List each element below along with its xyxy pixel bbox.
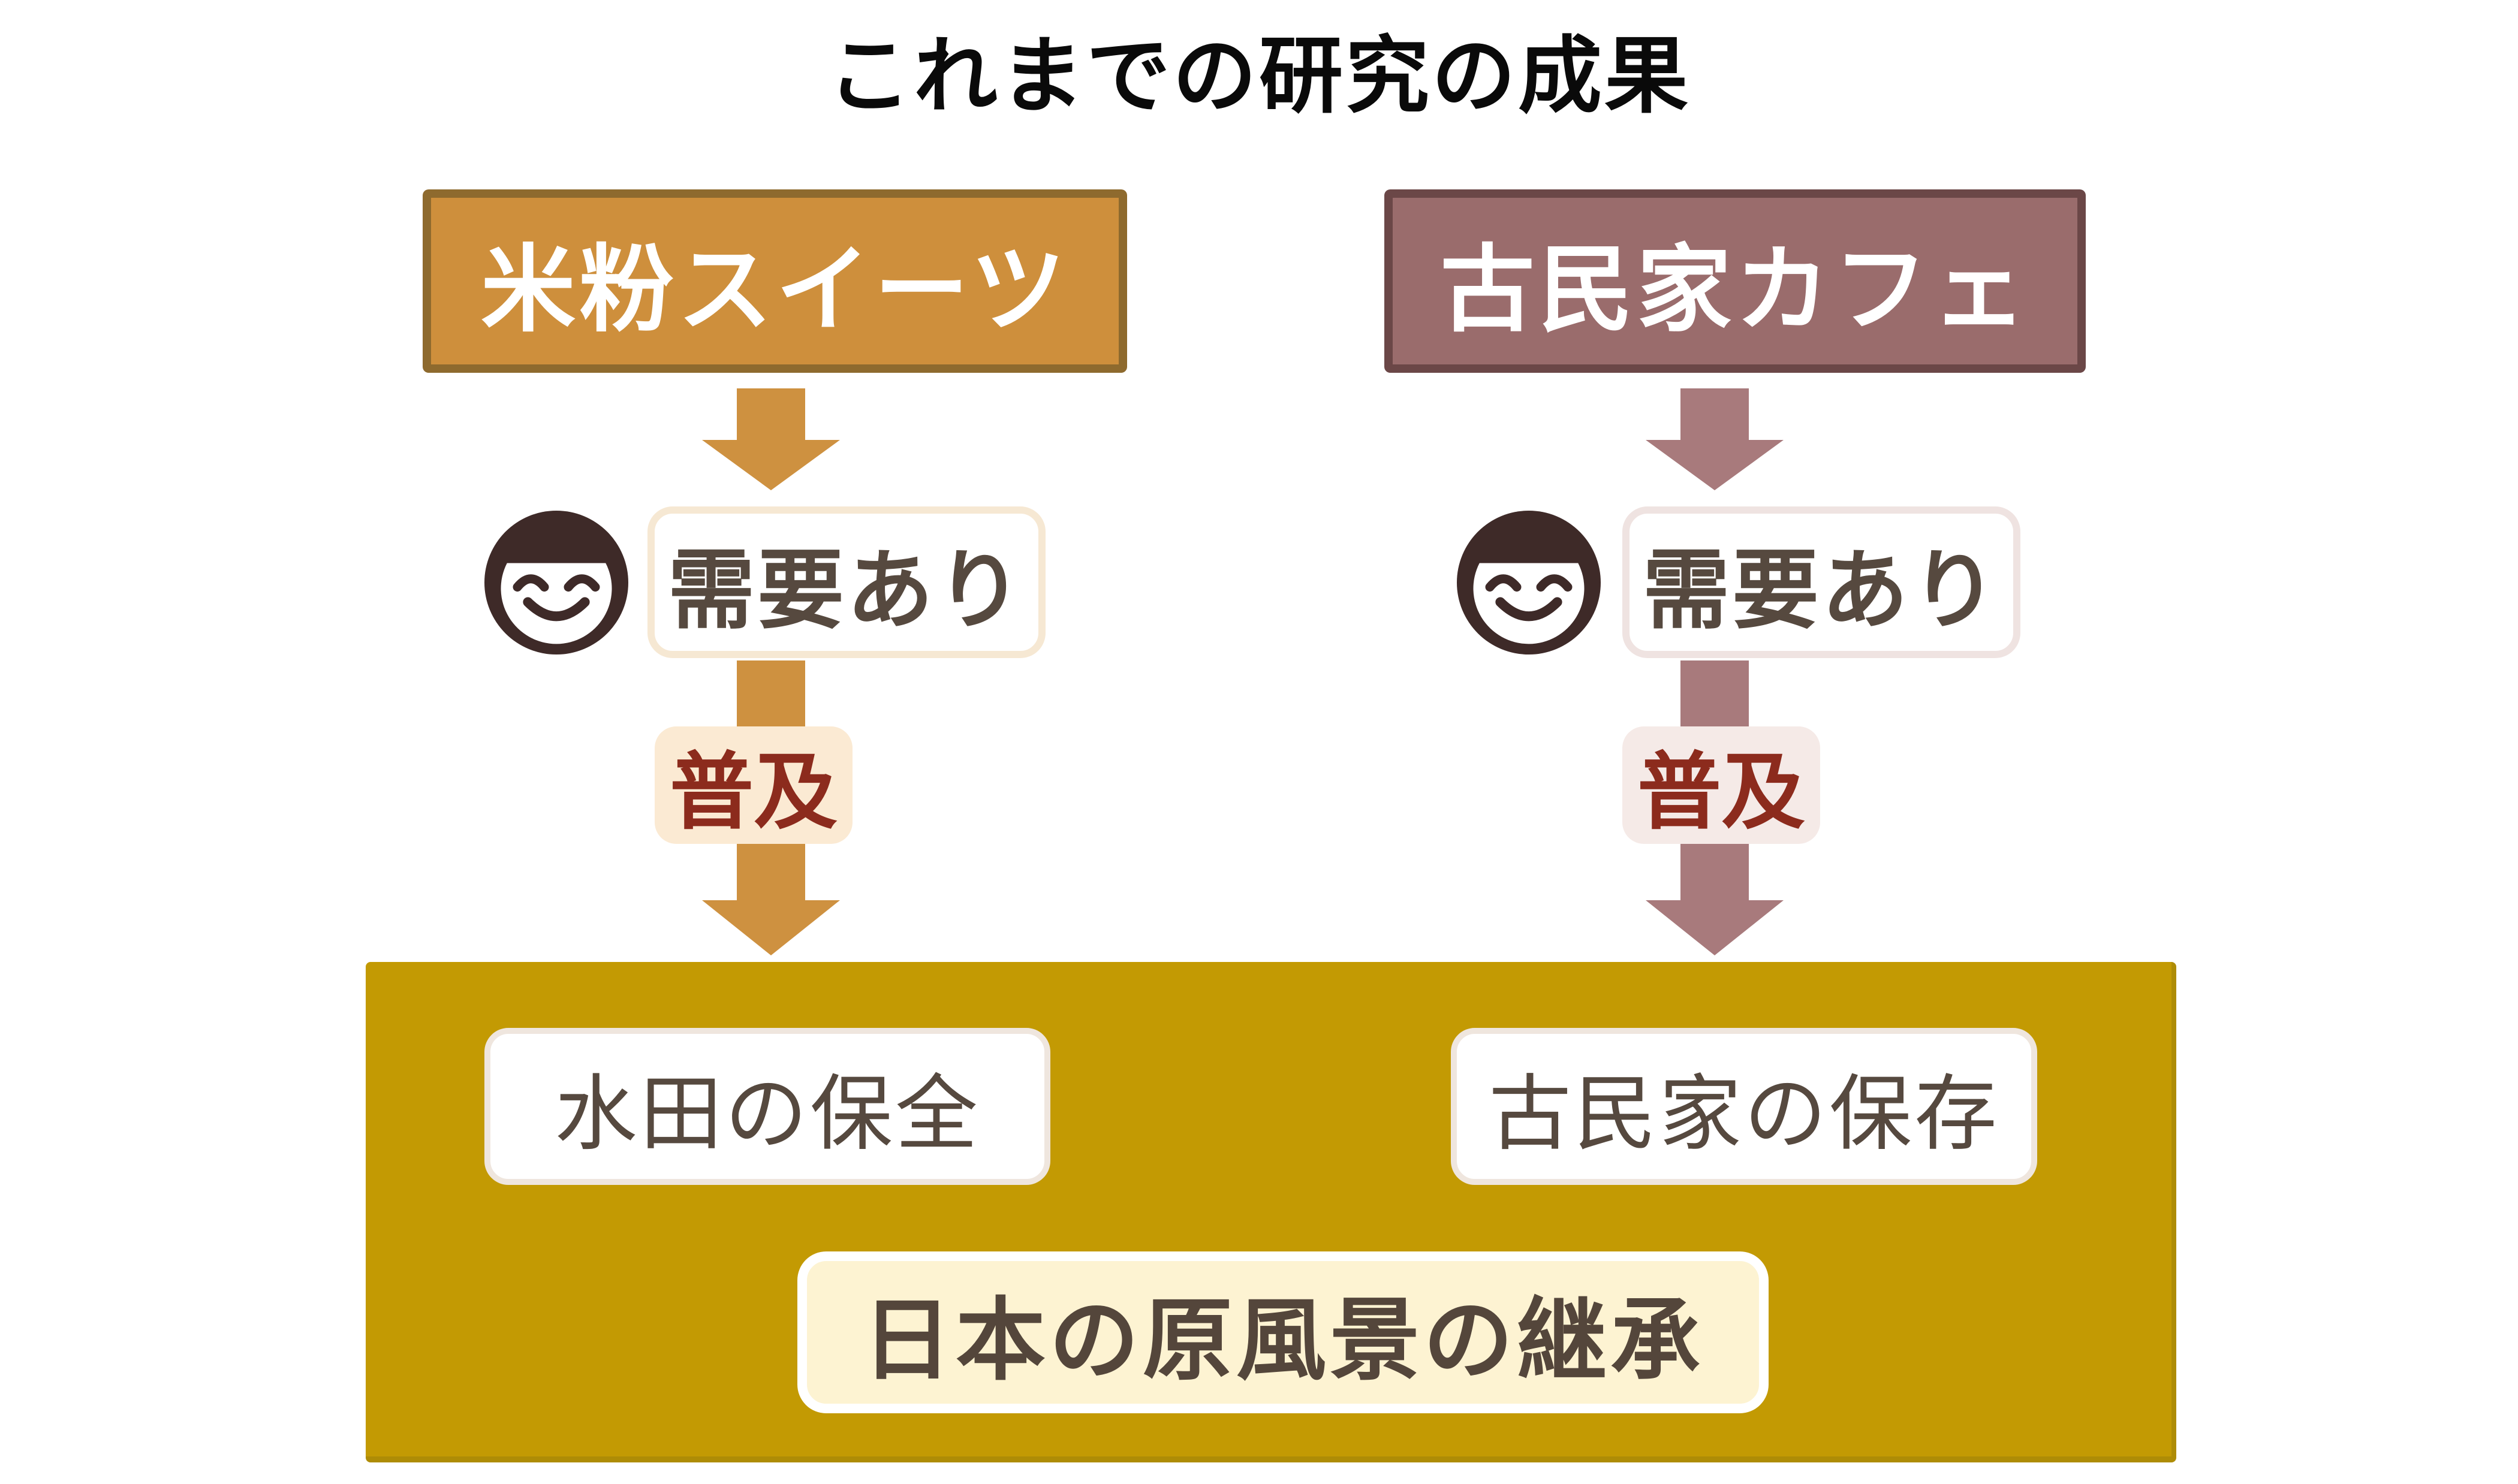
goal-label: 日本の原風景の継承 [862, 1288, 1704, 1393]
header-label: 古民家カフェ [1440, 234, 2030, 345]
header-box-rice-flour-sweets: 米粉スイーツ [423, 189, 1127, 373]
page-title: これまでの研究の成果 [827, 28, 1691, 125]
smiling-face-icon [484, 511, 628, 654]
spread-label: 普及 [669, 744, 838, 841]
demand-label: 需要あり [668, 539, 1025, 641]
smiling-face-icon [1457, 511, 1601, 654]
spread-badge: 普及 [1622, 726, 1820, 844]
down-arrow-icon [702, 388, 840, 490]
demand-badge: 需要あり [647, 506, 1046, 658]
outcome-band: 水田の保全 古民家の保存 日本の原風景の継承 [366, 962, 2176, 1462]
header-label: 米粉スイーツ [481, 234, 1069, 345]
outcome-box-paddy-preservation: 水田の保全 [484, 1028, 1050, 1185]
spread-label: 普及 [1637, 744, 1805, 841]
header-box-kominka-cafe: 古民家カフェ [1384, 189, 2086, 373]
spread-badge: 普及 [655, 726, 853, 844]
demand-badge: 需要あり [1622, 506, 2020, 658]
goal-box: 日本の原風景の継承 [797, 1251, 1769, 1413]
outcome-label: 古民家の保存 [1488, 1066, 1999, 1162]
demand-label: 需要あり [1643, 539, 2000, 641]
outcome-box-kominka-preservation: 古民家の保存 [1451, 1028, 2037, 1185]
down-arrow-icon [1646, 388, 1784, 490]
outcome-label: 水田の保全 [554, 1066, 980, 1162]
